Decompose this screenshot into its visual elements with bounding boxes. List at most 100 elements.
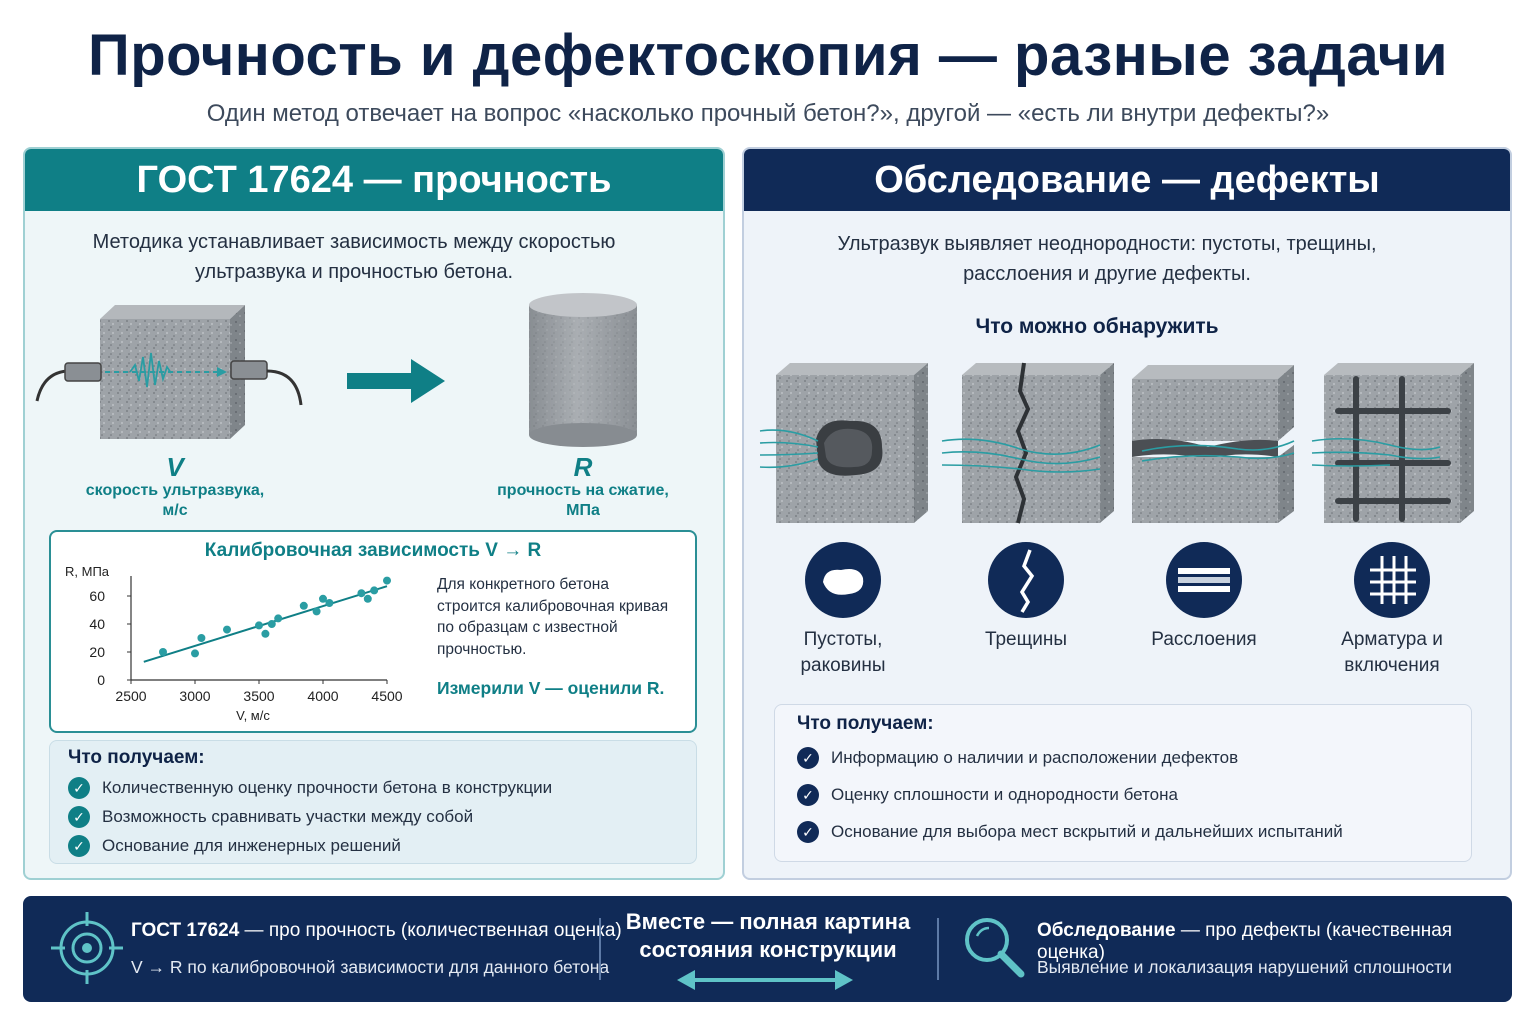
y-tick-label: 0 — [97, 672, 105, 688]
right-arrow-icon — [347, 359, 445, 403]
defect-label-line: раковины — [800, 655, 886, 676]
data-point — [159, 648, 167, 656]
strength-results-title: Что получаем: — [68, 747, 205, 768]
strength-symbol: R — [573, 452, 593, 482]
rebar-grid-icon — [1354, 542, 1430, 618]
data-point — [274, 614, 283, 623]
void-cube-illustration — [759, 363, 928, 523]
footer-survey-bold: Обследование — [1037, 920, 1176, 941]
x-tick-label: 3500 — [243, 688, 274, 704]
list-item-text: Количественную оценку прочности бетона в… — [102, 778, 553, 797]
list-item: ✓ Основание для инженерных решений — [68, 835, 401, 857]
delamination-icon — [1166, 542, 1242, 618]
check-icon: ✓ — [68, 777, 90, 799]
x-axis-label: V, м/с — [236, 708, 270, 723]
defect-label-line: Расслоения — [1151, 629, 1257, 650]
calibration-description-line: Для конкретного бетона — [437, 576, 609, 593]
calibration-description-line: прочностью. — [437, 640, 527, 658]
double-arrow-icon — [677, 970, 853, 990]
defect-label-line: Трещины — [984, 629, 1068, 650]
calibration-accent: Измерили V — оценили R. — [437, 678, 665, 698]
strength-panel-header: ГОСТ 17624 — прочность — [25, 149, 723, 211]
data-point — [357, 589, 366, 598]
defect-label-line: Арматура и — [1341, 629, 1443, 650]
strength-caption: R прочность на сжатие, МПа — [483, 452, 683, 521]
defect-label-cracks: Трещины — [951, 627, 1101, 653]
strength-results-box: Что получаем: ✓ Количественную оценку пр… — [49, 740, 697, 864]
data-point — [255, 621, 263, 630]
calibration-description: Для конкретного бетона строится калибров… — [437, 574, 687, 660]
strength-caption-line: прочность на сжатие, — [497, 482, 669, 499]
void-icon — [805, 542, 881, 618]
calibration-description-line: по образцам с известной — [437, 619, 618, 636]
data-point — [363, 594, 372, 603]
velocity-caption-line: м/с — [162, 502, 188, 519]
footer-gost-detail: V → R по калибровочной зависимости для д… — [131, 957, 610, 977]
strength-intro-line: ультразвука и прочностью бетона. — [194, 261, 514, 283]
defects-intro-line: расслоения и другие дефекты. — [963, 263, 1251, 285]
defects-intro: Ультразвук выявляет неоднородности: пуст… — [744, 229, 1470, 289]
trend-line — [143, 585, 388, 663]
strength-intro-line: Методика устанавливает зависимость между… — [92, 231, 616, 253]
delamination-cube-illustration — [1132, 365, 1295, 523]
check-icon: ✓ — [797, 784, 819, 806]
concrete-cylinder — [529, 293, 637, 447]
list-item-text: Возможность сравнивать участки между соб… — [102, 807, 474, 826]
footer-gost-bold: ГОСТ 17624 — [131, 920, 240, 941]
footer-together-line: состояния конструкции — [639, 937, 897, 962]
data-point — [325, 599, 334, 607]
calibration-title: Калибровочная зависимость V → R — [204, 540, 542, 561]
footer-together: Вместе — полная картина состояния констр… — [613, 908, 923, 964]
crack-icon — [988, 542, 1064, 618]
strength-caption-line: МПа — [566, 502, 600, 519]
x-tick-label: 4000 — [307, 688, 338, 704]
y-tick-label: 40 — [89, 616, 105, 632]
velocity-caption-line: скорость ультразвука, — [85, 482, 265, 499]
y-tick-label: 20 — [89, 644, 105, 660]
strength-intro: Методика устанавливает зависимость между… — [25, 227, 683, 287]
velocity-caption: V скорость ультразвука, м/с — [75, 452, 275, 521]
page-title: Прочность и дефектоскопия — разные задач… — [88, 23, 1448, 88]
data-point — [223, 625, 231, 634]
data-point — [191, 649, 199, 658]
defects-results-box: Что получаем: ✓ Информацию о наличии и р… — [774, 704, 1472, 862]
footer-gost-line: ГОСТ 17624 — про прочность (количественн… — [131, 920, 622, 942]
defects-panel-header: Обследование — дефекты — [744, 149, 1510, 211]
defect-label-delamination: Расслоения — [1129, 627, 1279, 653]
list-item: ✓ Информацию о наличии и расположении де… — [797, 747, 1238, 769]
strength-panel: ГОСТ 17624 — прочность Методика устанавл… — [23, 147, 725, 880]
list-item-text: Основание для инженерных решений — [102, 836, 401, 855]
crack-cube-illustration — [941, 362, 1114, 524]
defects-intro-line: Ультразвук выявляет неоднородности: пуст… — [837, 233, 1377, 255]
concrete-cube-with-transducers — [35, 305, 303, 439]
footer-divider — [937, 918, 939, 980]
list-item: ✓ Возможность сравнивать участки между с… — [68, 806, 473, 828]
defects-panel: Обследование — дефекты Ультразвук выявля… — [742, 147, 1512, 880]
defect-label-voids: Пустоты, раковины — [768, 627, 918, 679]
y-tick-label: 60 — [89, 588, 105, 604]
data-point — [197, 634, 206, 642]
magnifier-icon — [965, 918, 1025, 978]
list-item-text: Оценку сплошности и однородности бетона — [831, 785, 1178, 804]
list-item: ✓ Количественную оценку прочности бетона… — [68, 777, 552, 799]
footer-gost-rest: — про прочность (количественная оценка) — [239, 920, 622, 941]
check-icon: ✓ — [797, 821, 819, 843]
data-point — [261, 629, 270, 638]
check-icon: ✓ — [797, 747, 819, 769]
list-item: ✓ Оценку сплошности и однородности бетон… — [797, 784, 1178, 806]
velocity-symbol: V — [166, 452, 184, 482]
list-item-text: Информацию о наличии и расположении дефе… — [831, 748, 1239, 767]
defect-label-rebar: Арматура и включения — [1317, 627, 1467, 679]
list-item-text: Основание для выбора мест вскрытий и дал… — [831, 822, 1343, 841]
x-tick-label: 2500 — [115, 688, 146, 704]
data-point — [383, 576, 391, 585]
list-item: ✓ Основание для выбора мест вскрытий и д… — [797, 821, 1343, 843]
data-point — [312, 607, 321, 616]
footer-survey-line: Обследование — про дефекты (качественная… — [1037, 920, 1512, 964]
data-point — [319, 594, 327, 603]
calibration-description-line: строится калибровочная кривая — [437, 597, 669, 615]
footer-divider — [599, 918, 601, 980]
footer-survey-rest: — про дефекты (качественная оценка) — [1037, 920, 1453, 963]
defect-label-line: Пустоты, — [803, 629, 883, 650]
